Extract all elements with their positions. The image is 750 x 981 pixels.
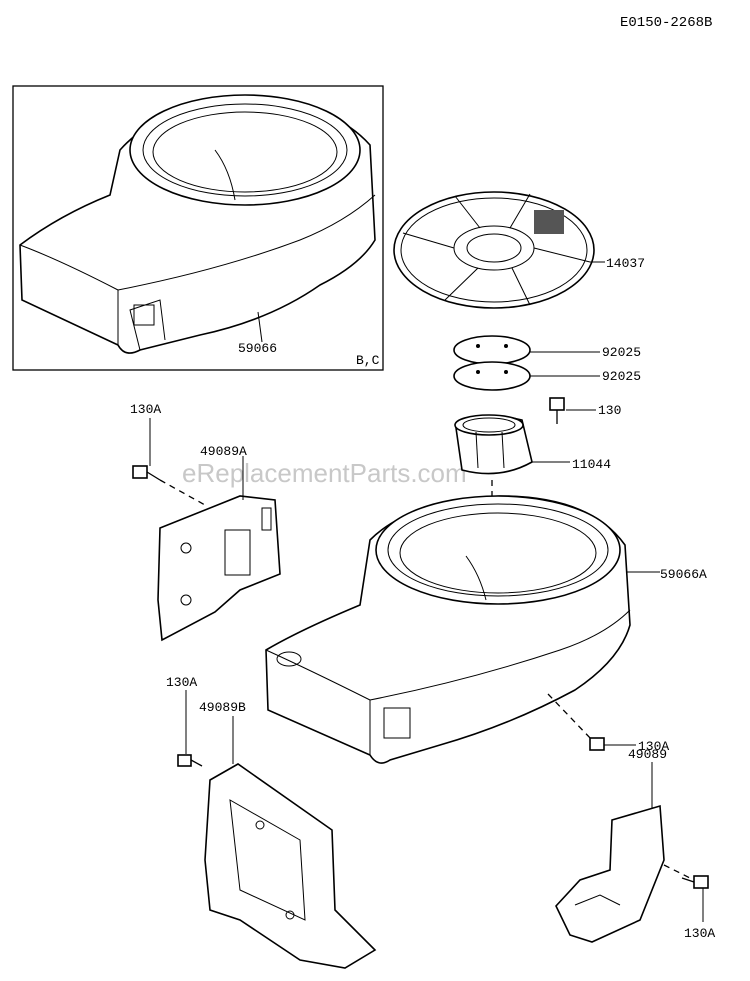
leader-shroud-inset <box>257 311 263 343</box>
label-bolt-right: 130 <box>598 403 621 418</box>
shroud-inset-drawing <box>19 94 376 354</box>
label-bolt-left-bottom: 130A <box>166 675 197 690</box>
cover-a-drawing <box>157 495 281 642</box>
label-cover-a: 49089A <box>200 444 247 459</box>
cover-b-drawing <box>204 763 377 969</box>
bolt-axis-c <box>663 864 691 879</box>
label-plate-b: 92025 <box>602 369 641 384</box>
label-cover: 49089 <box>628 747 667 762</box>
cup-drawing <box>454 414 533 475</box>
diagram-code: E0150-2268B <box>620 15 712 31</box>
screen-drawing <box>393 191 595 309</box>
bolt-shroud-drawing <box>589 737 605 751</box>
label-bolt-bottom-right: 130A <box>684 926 715 941</box>
inset-note: B,C <box>356 353 380 368</box>
cover-drawing <box>555 804 665 943</box>
bolt-left-bottom-drawing <box>177 754 203 767</box>
watermark: eReplacementParts.com <box>182 458 467 488</box>
plate-drawing <box>453 335 531 391</box>
bolt-left-top-drawing <box>132 465 161 481</box>
label-shroud-inset: 59066 <box>238 341 277 356</box>
label-cup: 11044 <box>572 457 611 472</box>
label-shroud: 59066A <box>660 567 707 582</box>
inset-frame <box>12 85 384 371</box>
label-cover-b: 49089B <box>199 700 246 715</box>
label-bolt-shroud: 130A <box>638 739 669 754</box>
bolt-axis-a <box>159 479 206 506</box>
label-plate-a: 92025 <box>602 345 641 360</box>
label-screen: 14037 <box>606 256 645 271</box>
bolt-bottom-right-drawing <box>681 875 709 889</box>
shroud-drawing <box>265 495 631 764</box>
label-bolt-left-top: 130A <box>130 402 161 417</box>
bolt-right-drawing <box>549 397 565 424</box>
